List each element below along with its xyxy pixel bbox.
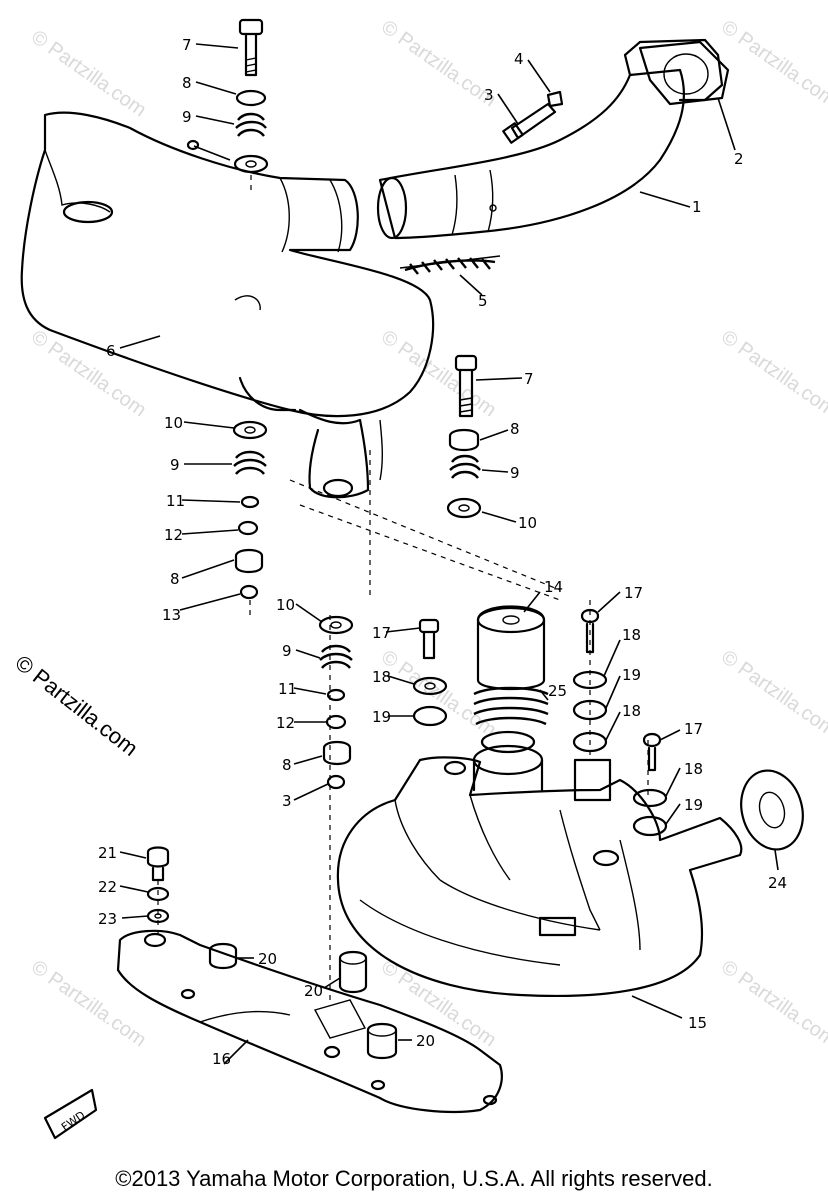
callout-16: 16: [212, 1050, 231, 1068]
callout-17: 17: [684, 720, 703, 738]
callout-8: 8: [182, 74, 192, 92]
callout-14: 14: [544, 578, 563, 596]
callout-3: 3: [282, 792, 292, 810]
callout-10: 10: [164, 414, 183, 432]
callout-5: 5: [478, 292, 488, 310]
right-bolt-stack: [572, 608, 668, 837]
callout-18: 18: [622, 626, 641, 644]
callout-7: 7: [524, 370, 534, 388]
upper-bolt-stack: [186, 18, 269, 195]
callout-21: 21: [98, 844, 117, 862]
watermark-text: © Partzilla.com: [717, 326, 828, 421]
callout-15: 15: [688, 1014, 707, 1032]
callout-12: 12: [276, 714, 295, 732]
bolt-nut-part: [502, 90, 564, 144]
callout-13: 13: [162, 606, 181, 624]
callout-18: 18: [372, 668, 391, 686]
leader-lines: [119, 43, 779, 1065]
callout-4: 4: [514, 50, 524, 68]
fwd-arrow-icon: FWD: [43, 1088, 98, 1140]
watermark-text: © Partzilla.com: [27, 326, 150, 421]
callout-3: 3: [484, 86, 494, 104]
callout-20: 20: [258, 950, 277, 968]
callout-18: 18: [622, 702, 641, 720]
callout-24: 24: [768, 874, 787, 892]
callout-20: 20: [416, 1032, 435, 1050]
callout-20: 20: [304, 982, 323, 1000]
callout-12: 12: [164, 526, 183, 544]
callout-10: 10: [276, 596, 295, 614]
left-mount-stack: [232, 420, 268, 620]
watermark-text: © Partzilla.com: [27, 26, 150, 121]
callout-19: 19: [684, 796, 703, 814]
callout-17: 17: [624, 584, 643, 602]
callout-23: 23: [98, 910, 117, 928]
main-muffler-part: [336, 744, 743, 998]
callout-labels: 7 8 9 3 4 1 2 5 6 7 8 9 10 10 9 11 12 8 …: [98, 36, 787, 1068]
callout-9: 9: [170, 456, 180, 474]
rubber-bushings: [208, 942, 398, 1060]
callout-11: 11: [278, 680, 297, 698]
callout-10: 10: [518, 514, 537, 532]
callout-19: 19: [622, 666, 641, 684]
watermark-text: © Partzilla.com: [27, 956, 150, 1051]
large-washer-part: [740, 769, 804, 851]
callout-9: 9: [510, 464, 520, 482]
mounting-bracket-part: [116, 929, 503, 1114]
callout-25: 25: [548, 682, 567, 700]
callout-2: 2: [734, 150, 744, 168]
upper-muffler-part: [20, 111, 435, 499]
middle-mount-stack: [318, 615, 354, 790]
watermark-text: © Partzilla.com: [717, 16, 828, 111]
watermark-text: © Partzilla.com: [377, 16, 500, 111]
watermark-text: © Partzilla.com: [717, 956, 828, 1051]
callout-9: 9: [182, 108, 192, 126]
callout-8: 8: [170, 570, 180, 588]
fwd-label: FWD: [59, 1109, 87, 1134]
gasket-part: [638, 40, 730, 106]
callout-8: 8: [510, 420, 520, 438]
callout-22: 22: [98, 878, 117, 896]
right-upper-bolt-stack: [446, 354, 482, 519]
callout-1: 1: [692, 198, 702, 216]
center-bolt-stack: [412, 618, 448, 727]
watermark-text: © Partzilla.com: [377, 326, 500, 421]
clamp-spring-part: [399, 255, 501, 275]
callout-17: 17: [372, 624, 391, 642]
callout-19: 19: [372, 708, 391, 726]
copyright-notice: ©2013 Yamaha Motor Corporation, U.S.A. A…: [115, 1166, 713, 1191]
exhaust-pipe-part: [376, 38, 724, 240]
watermark-text: © Partzilla.com: [717, 646, 828, 741]
callout-6: 6: [106, 342, 116, 360]
callout-11: 11: [166, 492, 185, 510]
callout-9: 9: [282, 642, 292, 660]
callout-18: 18: [684, 760, 703, 778]
inner-tube-part: [473, 605, 549, 754]
callout-7: 7: [182, 36, 192, 54]
callout-8: 8: [282, 756, 292, 774]
